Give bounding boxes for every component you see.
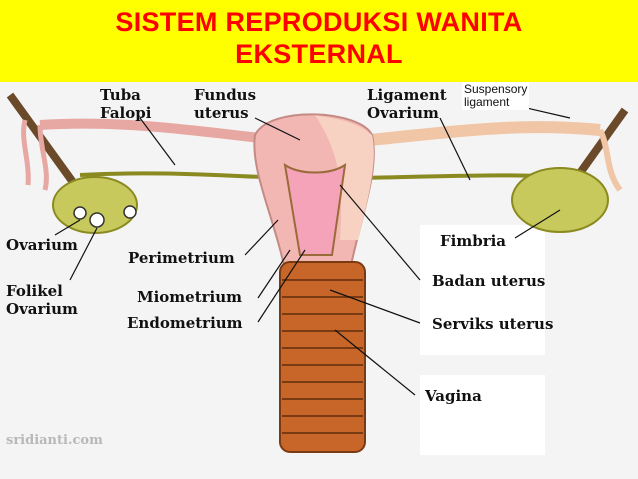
label-tuba-falopi: Tuba Falopi (100, 86, 151, 122)
label-line: Fundus (194, 86, 256, 104)
label-endometrium: Endometrium (127, 314, 243, 332)
label-folikel-ovarium: Folikel Ovarium (6, 282, 78, 318)
label-line: ligament (464, 96, 527, 109)
label-line: Ovarium (6, 300, 78, 318)
label-perimetrium: Perimetrium (128, 249, 235, 267)
label-fundus-uterus: Fundus uterus (194, 86, 256, 122)
label-miometrium: Miometrium (137, 288, 242, 306)
label-line: Tuba (100, 86, 151, 104)
label-badan-uterus: Badan uterus (432, 272, 545, 290)
label-line: Folikel (6, 282, 78, 300)
label-fimbria: Fimbria (440, 232, 506, 250)
right-fallopian-tube (370, 127, 600, 140)
label-line: Falopi (100, 104, 151, 122)
follicle (90, 213, 104, 227)
watermark: sridianti.com (6, 433, 103, 448)
label-ligament-ovarium: Ligament Ovarium (367, 86, 447, 122)
right-fimbria (600, 130, 620, 190)
right-suspensory-ligament (575, 110, 625, 180)
label-serviks-uterus: Serviks uterus (432, 315, 553, 333)
label-ovarium: Ovarium (6, 236, 78, 254)
label-line: Ligament (367, 86, 447, 104)
label-line: Ovarium (367, 104, 447, 122)
follicle (124, 206, 136, 218)
label-vagina: Vagina (425, 387, 482, 405)
right-ovary (512, 168, 608, 232)
label-line: uterus (194, 104, 256, 122)
follicle (74, 207, 86, 219)
label-suspensory-ligament: Suspensory ligament (462, 82, 529, 110)
vagina (280, 262, 365, 452)
